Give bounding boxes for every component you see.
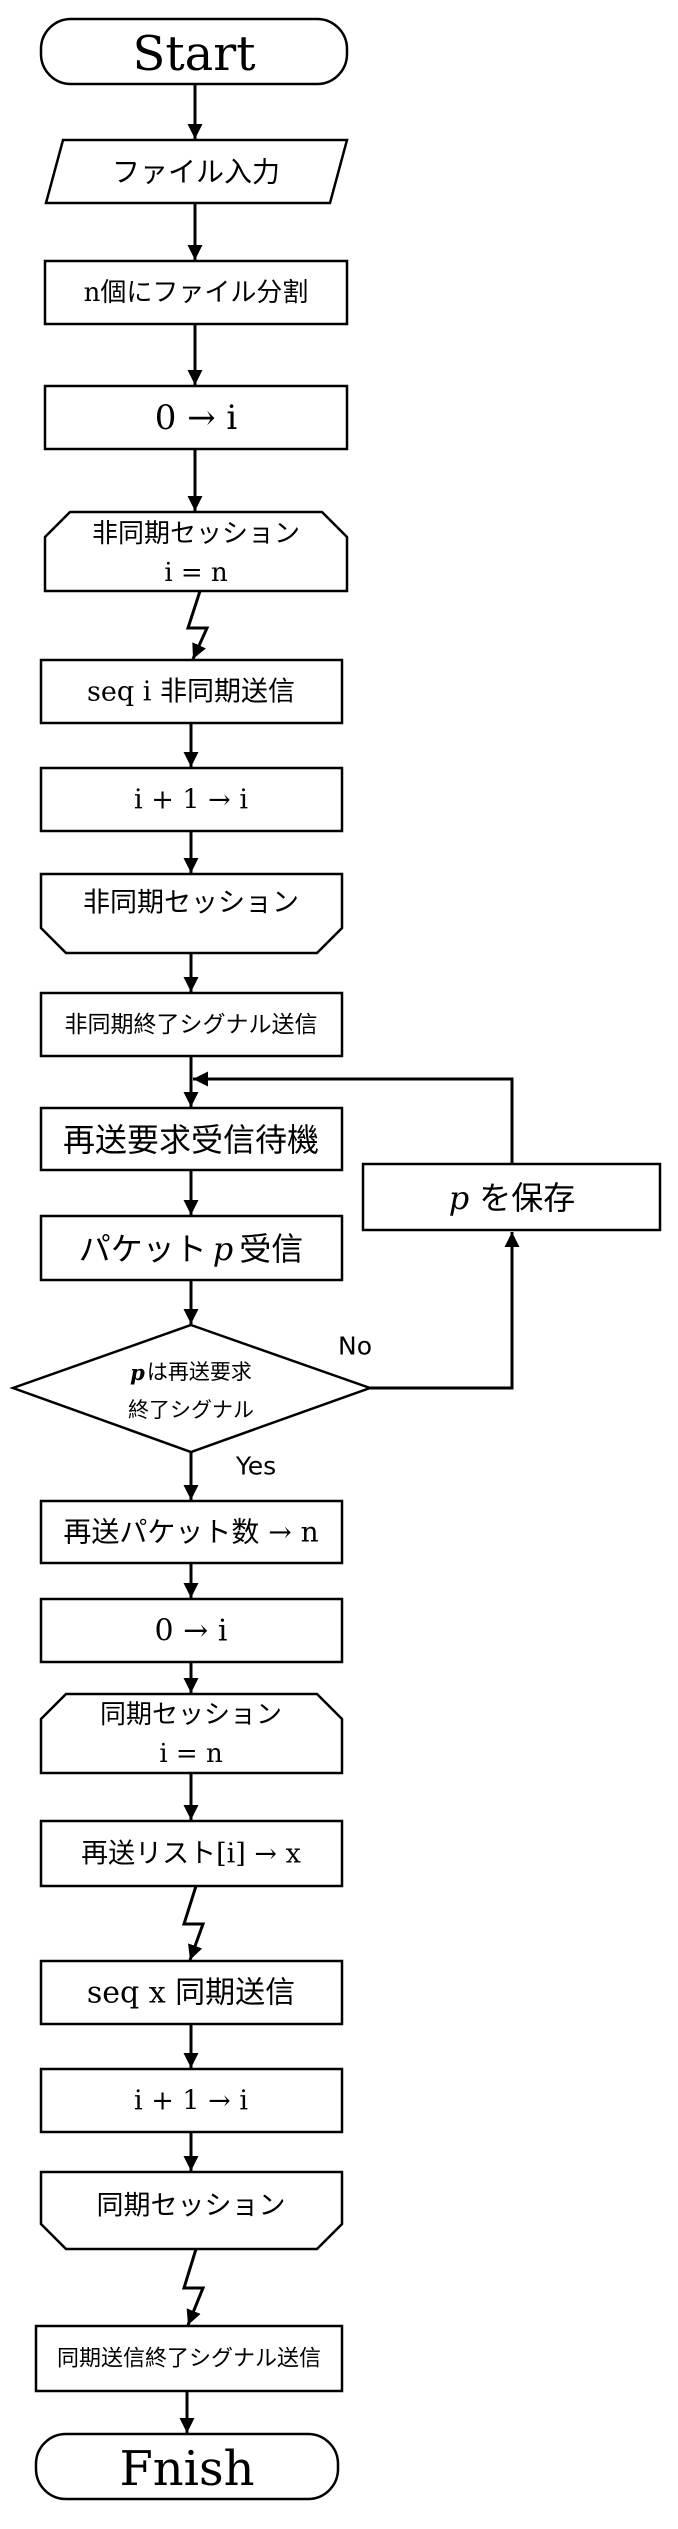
async-increment-label: i + 1 → i [134,785,248,816]
save-packet-label: p を保存 [449,1179,576,1217]
finish-label: Fnish [119,2441,254,2497]
no-label: No [338,1332,372,1361]
resend-count-process [39,1499,344,1565]
async-end-signal-process [39,991,344,1058]
async-send-label: seq i 非同期送信 [87,677,295,708]
resend-list-process [39,1819,344,1888]
async-loop-end-label: 非同期セッション [83,888,299,919]
sync-loop-end [39,2170,344,2251]
split-label: n個にファイル分割 [84,278,309,308]
init-i-2-label: 0 → i [155,1614,228,1649]
resend-list-label: 再送リスト[i] → x [81,1839,301,1870]
receive-packet-process [39,1214,344,1282]
sync-end-signal-label: 同期送信終了シグナル送信 [57,2347,321,2372]
arrow-no-to-save [370,1232,520,1390]
yes-label: Yes [235,1452,276,1481]
zigzag-resend-list-to-sync-send [181,1885,206,1961]
file-input-label: ファイル入力 [112,156,280,189]
sync-increment-process [39,2067,344,2134]
async-loop-end [39,872,344,955]
sync-loop-start-line1: 同期セッション [100,1700,282,1730]
decision-line1: pは再送要求 [130,1360,252,1385]
async-loop-start [43,510,349,593]
file-input-io [44,138,349,205]
async-send-process [39,658,344,725]
async-loop-start-line1: 非同期セッション [92,519,300,549]
decision-var: p [130,1360,145,1385]
decision-diamond [9,1323,374,1454]
sync-loop-start [39,1692,344,1775]
sync-increment-label: i + 1 → i [134,2086,248,2117]
decision-line2: 終了シグナル [128,1398,254,1422]
arrow-save-back-to-wait [193,1071,514,1164]
sync-send-label: seq x 同期送信 [87,1976,295,2011]
save-packet-suffix: を保存 [479,1179,575,1217]
sync-loop-end-label: 同期セッション [97,2191,286,2222]
zigzag-async-loop-to-send [185,590,210,660]
init-i-process [43,384,349,451]
sync-loop-start-line2: i = n [159,1739,223,1769]
async-loop-start-line2: i = n [164,558,228,588]
init-i-2-process [39,1597,344,1664]
save-packet-process [361,1162,662,1232]
async-end-signal-label: 非同期終了シグナル送信 [65,1012,318,1038]
sync-end-signal-process [34,2324,344,2393]
save-packet-var: p [449,1179,469,1217]
finish-terminal [34,2432,340,2501]
init-i-label: 0 → i [155,398,238,438]
receive-packet-suffix: 受信 [239,1230,303,1268]
receive-packet-prefix: パケット [79,1230,207,1268]
sync-send-process [39,1959,344,2026]
decision-line1-text: は再送要求 [147,1360,252,1384]
split-process [43,259,349,326]
receive-packet-var: p [213,1230,233,1268]
resend-count-label: 再送パケット数 → n [63,1516,318,1549]
wait-resend-label: 再送要求受信待機 [63,1121,319,1159]
zigzag-sync-loop-end-to-end-signal [181,2248,206,2326]
start-label: Start [132,26,255,82]
